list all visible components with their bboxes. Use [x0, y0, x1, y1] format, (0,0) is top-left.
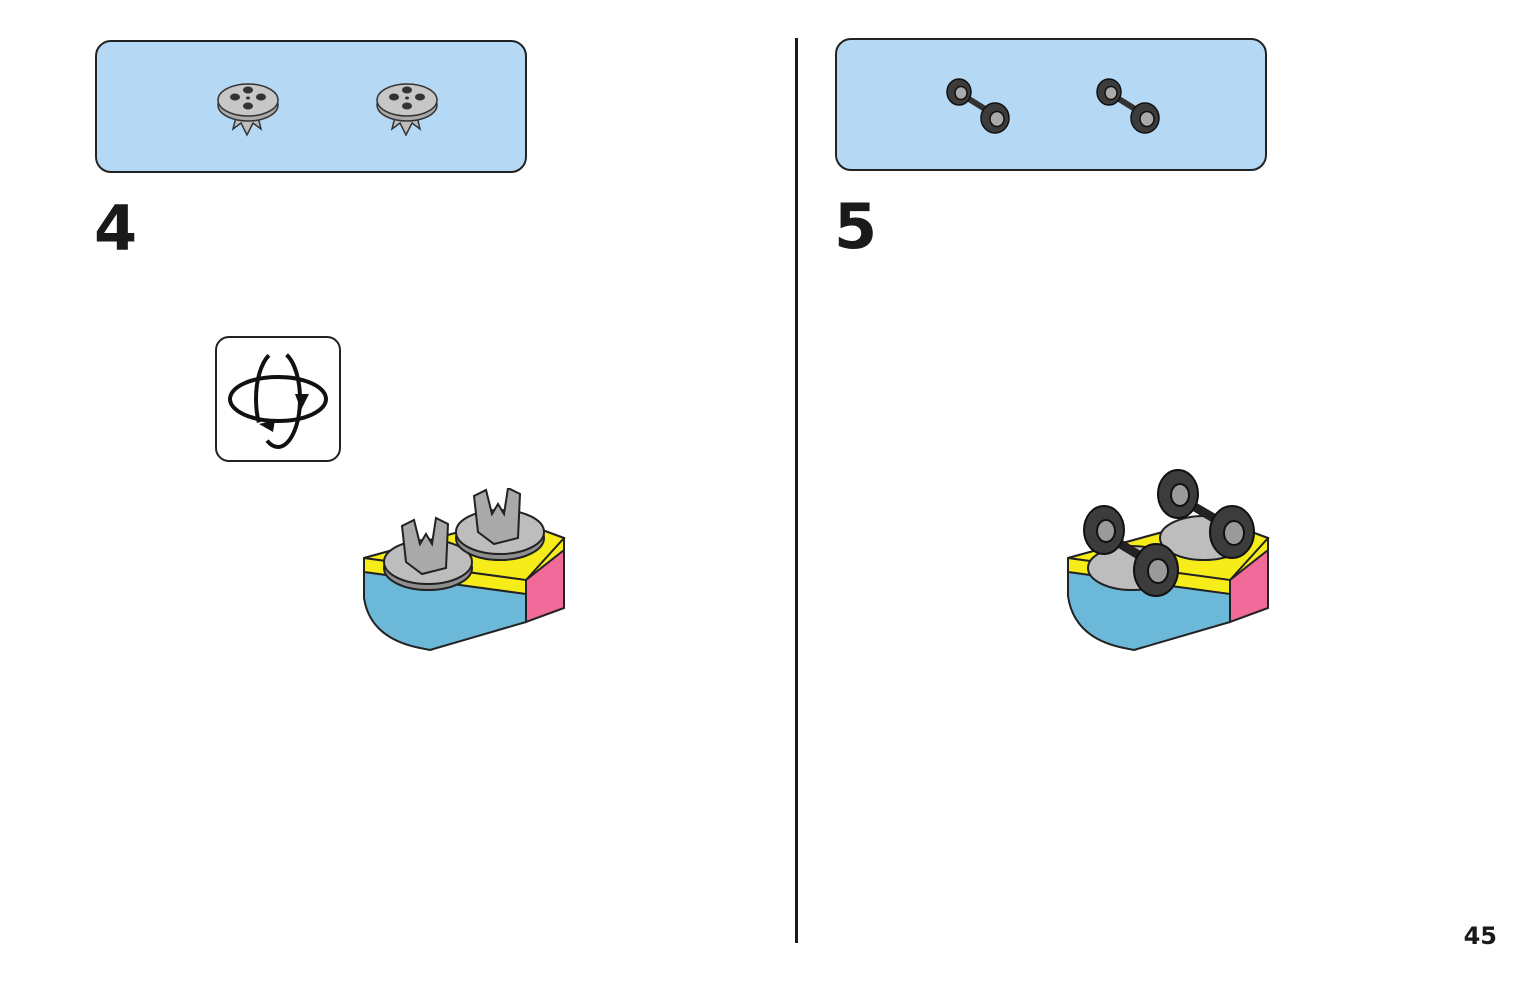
round-plate-with-clip-icon	[376, 83, 438, 137]
brick-with-wheels-model	[1067, 469, 1270, 652]
page-divider	[795, 38, 798, 943]
step-4-parts-callout	[95, 40, 527, 173]
rotate-model-icon	[215, 336, 341, 462]
step-number: 5	[834, 190, 878, 263]
step-number: 4	[94, 192, 138, 265]
brick-with-two-round-plates-model	[363, 488, 566, 652]
step-5-parts-callout	[835, 38, 1267, 171]
wheel-axle-icon	[1096, 78, 1160, 134]
wheel-axle-icon	[946, 78, 1010, 134]
page-number: 45	[1463, 922, 1497, 950]
round-plate-with-clip-icon	[217, 83, 279, 137]
